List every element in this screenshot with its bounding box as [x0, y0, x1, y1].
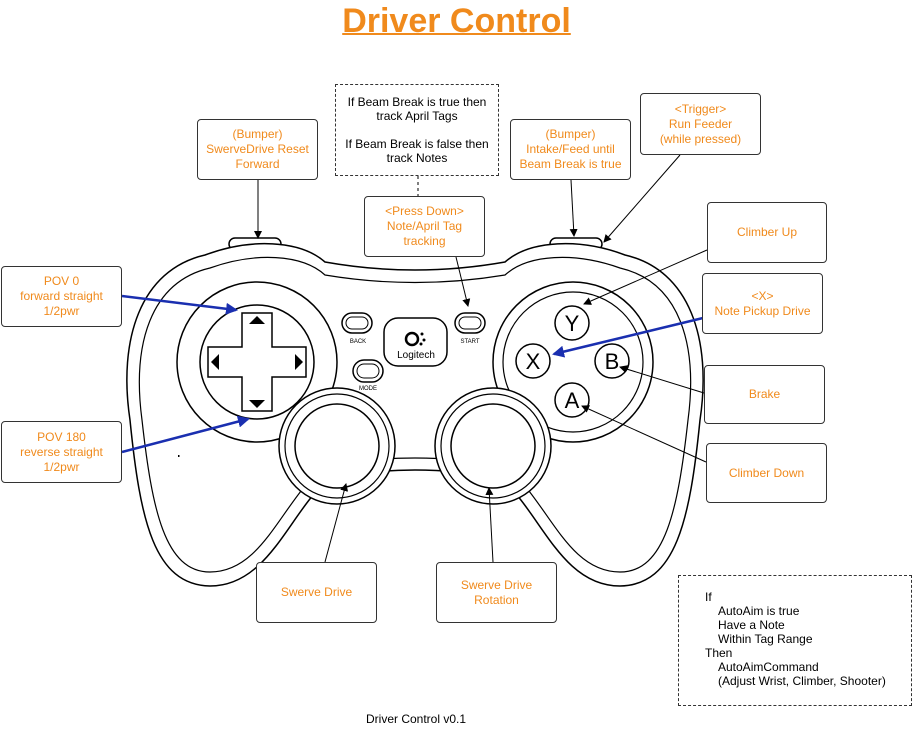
connector-swerve-drive: [324, 483, 349, 563]
connector-press-down: [455, 256, 471, 307]
callout-swerve-drive: Swerve Drive: [256, 562, 377, 623]
autoaim-line-condition: Have a Note: [718, 618, 785, 632]
logo-mark-icon: [404, 331, 420, 347]
dpad-cross: [207, 312, 307, 412]
connector-swerve-rotation: [485, 487, 494, 563]
mode-label: MODE: [359, 386, 377, 392]
callout-trigger: <Trigger> Run Feeder (while pressed): [640, 93, 761, 155]
back-button-inner: [345, 316, 369, 330]
callout-pov180: POV 180 reverse straight 1/2pwr: [1, 421, 122, 483]
arrow-pov0: [121, 294, 238, 315]
a-button-label: A: [565, 388, 580, 413]
logo-plate: [383, 317, 448, 367]
y-button-label: Y: [565, 311, 580, 336]
autoaim-line-if: If: [705, 590, 712, 604]
small-mark: [178, 455, 180, 457]
autoaim-line-action: AutoAimCommand: [718, 660, 819, 674]
left-stick: [294, 403, 380, 489]
arrow-x-button: [552, 316, 704, 358]
callout-brake: Brake: [704, 365, 825, 424]
callout-bumper-right: (Bumper) Intake/Feed until Beam Break is…: [510, 119, 631, 180]
autoaim-note: If AutoAim is true Have a Note Within Ta…: [678, 575, 912, 706]
connector-climber-up: [583, 249, 708, 305]
footer-version: Driver Control v0.1: [366, 712, 467, 726]
autoaim-line-condition: Within Tag Range: [718, 632, 813, 646]
autoaim-line-then: Then: [705, 646, 733, 660]
logo-text: Logitech: [397, 350, 435, 361]
mode-button-inner: [356, 363, 380, 379]
callout-x-button: <X> Note Pickup Drive: [702, 273, 823, 334]
callout-climber-up: Climber Up: [707, 202, 827, 263]
callout-swerve-rotation: Swerve Drive Rotation: [436, 562, 557, 623]
callout-climber-down: Climber Down: [706, 443, 827, 503]
a-button: [554, 382, 590, 418]
dpad-down-arrow: [249, 400, 265, 408]
callout-press-down: <Press Down> Note/April Tag tracking: [364, 196, 485, 257]
arrow-pov180: [121, 415, 250, 454]
autoaim-line-condition: AutoAim is true: [718, 604, 800, 618]
dpad-up-arrow: [249, 316, 265, 324]
dpad-left-arrow: [211, 354, 219, 370]
x-button: [515, 343, 551, 379]
face-button-ring-inner: [502, 291, 644, 433]
start-button-inner: [458, 316, 482, 330]
diagram-title: Driver Control: [342, 2, 571, 40]
callout-pov0: POV 0 forward straight 1/2pwr: [1, 266, 122, 327]
connector-brake: [619, 365, 705, 394]
y-button: [554, 305, 590, 341]
start-label: START: [460, 339, 479, 345]
callout-bumper-left: (Bumper) SwerveDrive Reset Forward: [197, 119, 318, 180]
connector-bumper-right: [569, 179, 578, 237]
callout-beam-break-note: If Beam Break is true then track April T…: [335, 84, 499, 176]
b-button-label: B: [605, 349, 620, 374]
autoaim-line-action: (Adjust Wrist, Climber, Shooter): [718, 674, 886, 688]
connector-climber-down: [581, 405, 707, 463]
dpad-right-arrow: [295, 354, 303, 370]
connector-trigger: [603, 154, 681, 243]
x-button-label: X: [526, 349, 541, 374]
back-label: BACK: [350, 339, 366, 345]
right-stick: [450, 403, 536, 489]
controller-body-inner: [138, 256, 692, 573]
